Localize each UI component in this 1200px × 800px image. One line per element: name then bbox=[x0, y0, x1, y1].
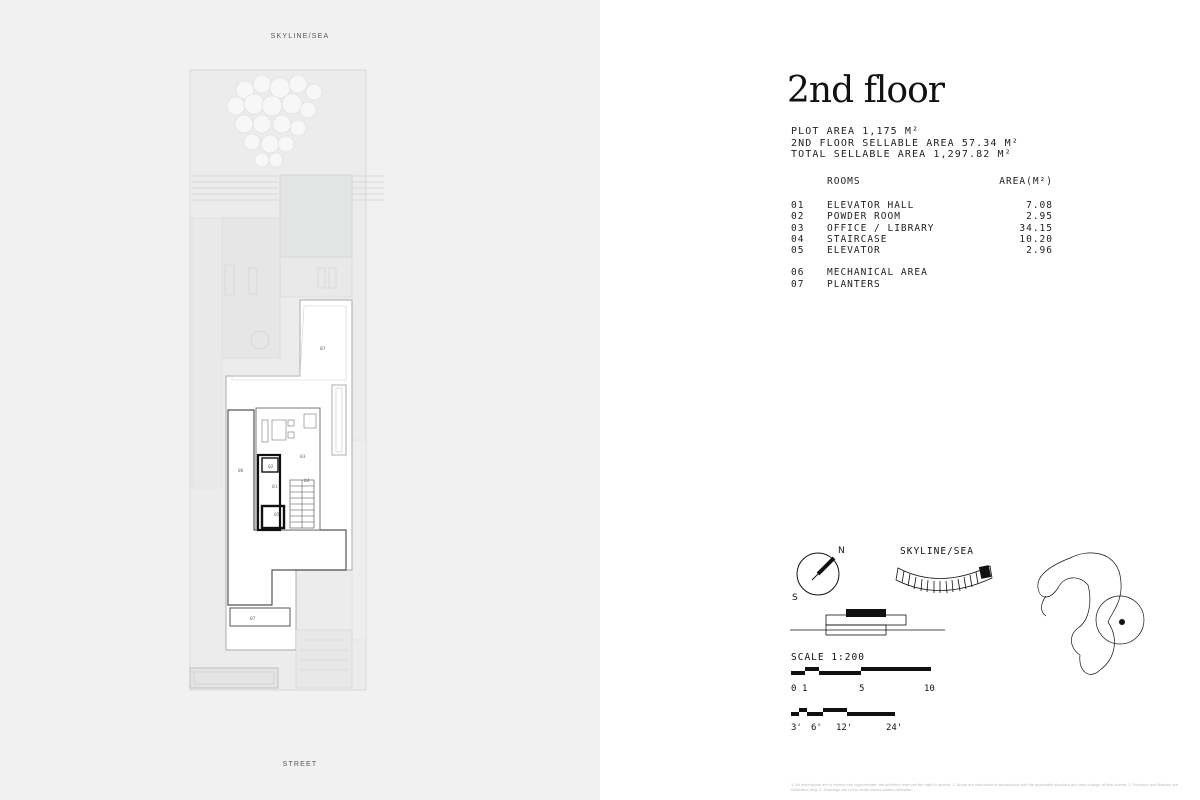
room-tag: 05 bbox=[274, 512, 280, 518]
room-tag: 07 bbox=[320, 346, 326, 352]
room-area: 10.20 bbox=[1019, 233, 1053, 245]
skylight-strip bbox=[331, 384, 347, 456]
imperial-tick: 12' bbox=[836, 723, 852, 733]
scale-label: SCALE 1:200 bbox=[791, 652, 865, 663]
metric-scale-bar bbox=[791, 667, 931, 675]
compass-south: S bbox=[792, 593, 798, 603]
compass-icon bbox=[796, 552, 840, 596]
street-gate bbox=[189, 667, 279, 689]
metric-tick: 0 bbox=[791, 684, 796, 694]
skyline-label: SKYLINE/SEA bbox=[900, 546, 974, 557]
site-location-map bbox=[1037, 552, 1145, 675]
site-elevation bbox=[790, 609, 945, 636]
room-area: 7.08 bbox=[1026, 200, 1053, 211]
imperial-ticks: 3' 6' 12' 24' bbox=[791, 723, 902, 733]
floor-plan-drawing: 07 01 02 03 04 05 06 07 bbox=[189, 69, 384, 691]
room-area: 34.15 bbox=[1019, 222, 1053, 234]
garden-terrace bbox=[221, 217, 281, 359]
room-name: MECHANICAL AREA bbox=[827, 267, 928, 279]
pool-deck bbox=[279, 256, 353, 298]
rooms-table: ROOMS AREA(M²) 01 ELEVATOR HALL 7.08 02 POW… bbox=[791, 176, 1053, 290]
side-strip-right bbox=[351, 439, 367, 641]
planter-bottom bbox=[229, 607, 291, 627]
room-tag: 03 bbox=[300, 454, 306, 460]
location-pin-icon bbox=[1119, 619, 1125, 625]
room-area: 2.96 bbox=[1026, 245, 1053, 257]
room-tag: 04 bbox=[304, 478, 310, 484]
planter-outline bbox=[231, 305, 347, 381]
imperial-tick: 24' bbox=[886, 723, 902, 733]
pool bbox=[279, 174, 353, 258]
stat-total-sellable: TOTAL SELLABLE AREA 1,297.82 M² bbox=[791, 149, 1012, 160]
orientation-diagrams: N S SKYLINE/SEA bbox=[790, 546, 1145, 733]
core-rooms bbox=[256, 453, 315, 532]
footnote: 1. All dimensions are in metres and appr… bbox=[791, 782, 1179, 792]
office-furniture bbox=[261, 413, 317, 443]
room-tag: 02 bbox=[268, 464, 274, 470]
room-row: 06 MECHANICAL AREA bbox=[791, 267, 1053, 278]
room-row: 03 OFFICE / LIBRARY 34.15 bbox=[791, 223, 1053, 234]
rooms-header-area: AREA(M²) bbox=[999, 176, 1053, 187]
room-name: PLANTERS bbox=[827, 278, 881, 290]
rooms-table-header: ROOMS AREA(M²) bbox=[791, 176, 1053, 200]
stat-plot-area: PLOT AREA 1,175 M² bbox=[791, 126, 920, 137]
compass-north: N bbox=[838, 546, 845, 556]
room-num: 03 bbox=[791, 222, 805, 234]
plan-top-label: SKYLINE/SEA bbox=[270, 33, 330, 40]
room-tags: 07 01 02 03 04 05 06 07 bbox=[238, 346, 326, 622]
room-tag: 07 bbox=[250, 616, 256, 622]
street-gate-inner bbox=[193, 671, 275, 685]
imperial-tick: 6' bbox=[811, 723, 822, 733]
rooms-header-name: ROOMS bbox=[827, 176, 861, 187]
room-tag: 06 bbox=[238, 468, 244, 474]
room-name: ELEVATOR HALL bbox=[827, 200, 915, 211]
room-name: ELEVATOR bbox=[827, 245, 881, 257]
side-strip-left bbox=[191, 217, 223, 489]
room-row: 01 ELEVATOR HALL 7.08 bbox=[791, 200, 1053, 211]
imperial-tick: 3' bbox=[791, 723, 802, 733]
room-row: 02 POWDER ROOM 2.95 bbox=[791, 211, 1053, 222]
room-num: 05 bbox=[791, 245, 805, 257]
metric-tick: 1 bbox=[802, 684, 807, 694]
room-row: 05 ELEVATOR 2.96 bbox=[791, 245, 1053, 256]
area-stats: PLOT AREA 1,175 M² 2ND FLOOR SELLABLE AR… bbox=[791, 126, 1019, 161]
metric-tick: 5 bbox=[859, 684, 864, 694]
room-num: 01 bbox=[791, 200, 805, 211]
room-area: 2.95 bbox=[1026, 211, 1053, 223]
room-num: 02 bbox=[791, 211, 805, 223]
room-name: OFFICE / LIBRARY bbox=[827, 222, 935, 234]
terrace-steps bbox=[192, 175, 384, 201]
sun-loungers bbox=[224, 264, 337, 296]
plan-bottom-label: STREET bbox=[282, 761, 318, 768]
skyline-blocks bbox=[895, 565, 993, 594]
room-num: 07 bbox=[791, 278, 805, 290]
room-row: 04 STAIRCASE 10.20 bbox=[791, 234, 1053, 245]
outdoor-table bbox=[250, 330, 270, 350]
skylight-inner bbox=[335, 387, 343, 453]
room-num: 06 bbox=[791, 267, 805, 279]
info-panel: 2nd floor PLOT AREA 1,175 M² 2ND FLOOR S… bbox=[600, 0, 1200, 800]
tree-canopy bbox=[226, 74, 323, 168]
skyline-highlight-block bbox=[978, 565, 992, 579]
floor-title: 2nd floor bbox=[787, 70, 945, 111]
room-row: 07 PLANTERS bbox=[791, 279, 1053, 290]
lower-yard-hatching bbox=[300, 639, 348, 671]
room-tag: 01 bbox=[272, 484, 278, 490]
metric-ticks: 0 1 5 10 bbox=[791, 684, 935, 694]
room-name: POWDER ROOM bbox=[827, 211, 901, 223]
mechanical-area-outline bbox=[227, 409, 347, 606]
stat-floor-sellable: 2ND FLOOR SELLABLE AREA 57.34 M² bbox=[791, 137, 1019, 149]
metric-tick: 10 bbox=[924, 684, 935, 694]
imperial-scale-bar bbox=[791, 708, 895, 716]
room-num: 04 bbox=[791, 233, 805, 245]
room-name: STAIRCASE bbox=[827, 233, 888, 245]
floor-plan-panel: SKYLINE/SEA bbox=[0, 0, 600, 800]
lower-yard bbox=[295, 629, 353, 689]
